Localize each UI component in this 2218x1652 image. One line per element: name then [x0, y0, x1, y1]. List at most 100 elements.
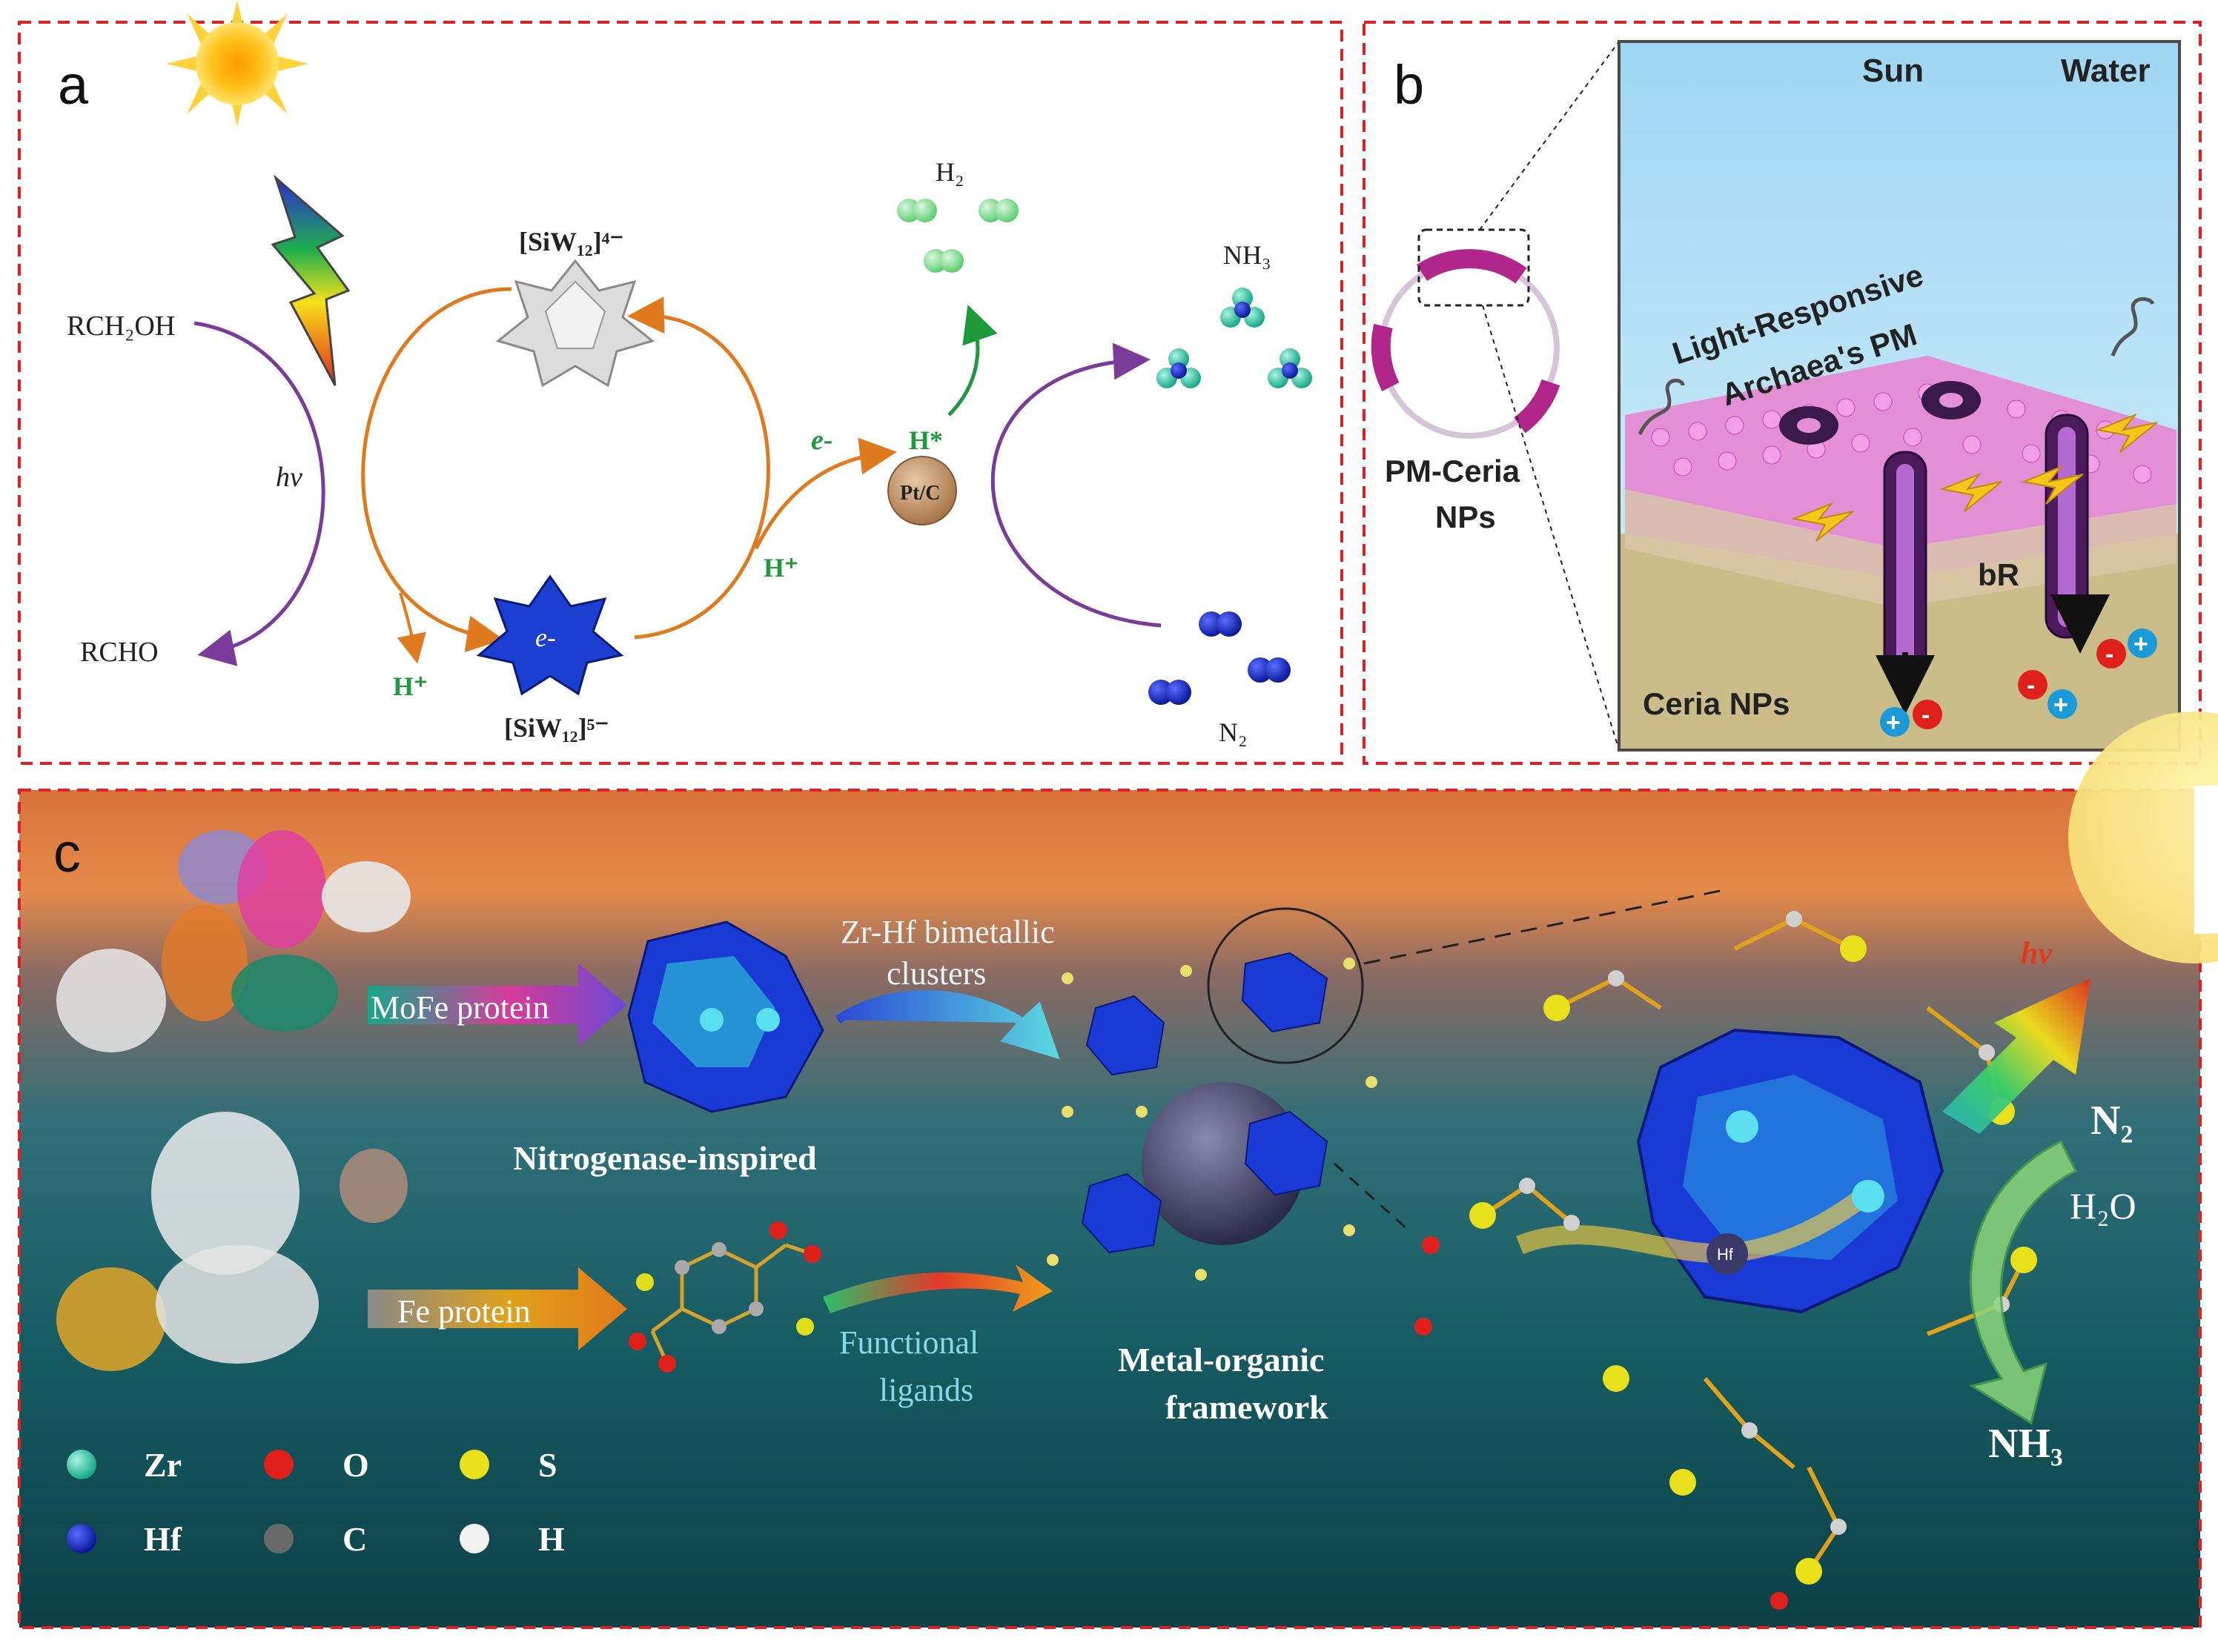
legend-c: C: [342, 1520, 367, 1558]
mof-zoom-line-1: [1363, 888, 1728, 965]
legend-h-swatch: [460, 1524, 489, 1553]
e-minus-transfer: e-: [811, 425, 833, 456]
lipid-tail-icon: [1638, 379, 1685, 436]
panel-a: a RCH₂OH RCHO hv H⁺: [18, 0, 1343, 765]
fe-label: Fe protein: [397, 1293, 531, 1330]
hv-label: hv: [276, 462, 302, 493]
lipid-tail-icon-2: [2111, 296, 2155, 356]
panel-c-frame: [18, 789, 2202, 1629]
sun-label-b: Sun: [1862, 53, 1924, 89]
h-plus-left: H⁺: [393, 671, 428, 701]
zoom-box: [1417, 228, 1530, 307]
panel-a-label: a: [58, 54, 89, 116]
legend-zr: Zr: [144, 1446, 182, 1484]
rch2oh-label: RCH₂OH: [67, 311, 175, 342]
siw-top-label: [SiW₁₂]⁴⁻: [519, 227, 623, 256]
zrhf-label-1: Zr-Hf bimetallic: [841, 914, 1055, 950]
legend-c-swatch: [264, 1524, 294, 1553]
n2-label-c: N₂: [2090, 1098, 2133, 1144]
zoom-line-top: [1479, 41, 1620, 230]
svg-text:-: -: [2105, 640, 2113, 669]
ligand-molecule-icon: [629, 1221, 821, 1373]
sun-icon: [166, 0, 308, 126]
panel-b: b PM-Ceria NPs: [1363, 21, 2202, 765]
siw-bottom-label: [SiW₁₂]⁵⁻: [504, 713, 609, 743]
h2-label: H₂: [936, 157, 964, 187]
light-activation-icon: [1791, 413, 2158, 542]
polyoxometalate-oxidized-icon: [495, 259, 655, 388]
zoomed-cluster-icon: [1414, 911, 2037, 1610]
oxidation-arc: [193, 321, 325, 666]
legend-o-swatch: [264, 1450, 294, 1479]
br-label: bR: [1978, 557, 2019, 592]
nps-label: NPs: [1435, 500, 1496, 534]
n2-molecules-icon: [1148, 611, 1291, 705]
cycle-arc-right: [627, 296, 770, 640]
zr-hf-cluster-icon: [627, 920, 824, 1113]
zoom-line-bottom: [1482, 305, 1620, 751]
n2-to-nh3-arrow: [1969, 1139, 2078, 1425]
h-star-label: H*: [909, 425, 943, 455]
pt-c-catalyst: [887, 456, 957, 525]
svg-text:-: -: [1921, 701, 1930, 729]
sun-c-icon: [2068, 711, 2218, 963]
panel-b-label: b: [1394, 54, 1424, 116]
legend-s: S: [538, 1446, 557, 1484]
mofe-protein-arrow: [368, 963, 627, 1046]
svg-text:+: +: [1886, 709, 1901, 737]
functional-label-1: Functional: [839, 1324, 979, 1361]
svg-text:-: -: [2027, 671, 2035, 700]
polyoxometalate-reduced-icon: [476, 574, 624, 696]
pt-c-label: Pt/C: [900, 482, 940, 505]
charge-pair-3: - +: [2096, 628, 2157, 669]
nitrogenase-label: Nitrogenase-inspired: [513, 1139, 817, 1177]
cluster-curved-arrow: [835, 990, 1060, 1060]
proton-release-arrow: [397, 592, 426, 664]
charge-pair-1: + -: [1880, 700, 1942, 737]
ligand-curved-arrow: [823, 1264, 1053, 1313]
zrhf-label-2: clusters: [887, 955, 986, 992]
fe-protein-arrow: [368, 1267, 627, 1350]
mof-label-2: framework: [1165, 1388, 1328, 1426]
pm-ceria-label: PM-Ceria: [1385, 454, 1520, 488]
water-label-b: Water: [2061, 53, 2151, 89]
mof-zoom-line-2: [1333, 1162, 1410, 1232]
svg-text:+: +: [2133, 630, 2148, 658]
hv-arrow-icon: [1942, 978, 2090, 1134]
mof-framework-icon: [1047, 907, 1377, 1281]
charge-pair-2: - +: [2018, 670, 2077, 719]
panel-a-frame: [18, 21, 1343, 765]
legend-s-swatch: [460, 1450, 489, 1479]
h-plus-right: H⁺: [764, 553, 798, 583]
legend-hf: Hf: [144, 1520, 182, 1558]
electron-transfer-arrow: [754, 437, 897, 550]
lightning-bolt-icon: [271, 174, 351, 386]
mof-label-1: Metal-organic: [1118, 1341, 1324, 1379]
panel-c: c MoFe protein Fe protein: [18, 711, 2218, 1629]
legend-o: O: [342, 1446, 369, 1484]
legend-hf-swatch: [67, 1524, 96, 1553]
nh3-label: NH₃: [1223, 240, 1271, 270]
membrane-zoom-panel: + - - + - +: [1618, 40, 2181, 752]
panel-c-label: c: [53, 822, 81, 883]
nh3-label-c: NH₃: [1988, 1421, 2063, 1467]
pm-ceria-vesicle-icon: [1371, 249, 1560, 439]
h2-evolution-arrow: [947, 305, 998, 417]
e-minus-center: e-: [535, 623, 556, 652]
h2o-label-c: H₂O: [2070, 1185, 2136, 1227]
ceria-nps-label: Ceria NPs: [1643, 686, 1790, 721]
n2-label: N₂: [1219, 717, 1248, 747]
nh3-molecules-icon: [1156, 288, 1312, 388]
fe-protein-structure-icon: [56, 1112, 408, 1371]
legend-h: H: [538, 1520, 565, 1558]
hf-center-label: Hf: [1717, 1245, 1734, 1264]
legend-zr-swatch: [67, 1450, 96, 1479]
cycle-arc-left: [361, 287, 512, 653]
mofe-label: MoFe protein: [371, 989, 549, 1026]
mofe-protein-structure-icon: [56, 830, 411, 1052]
functional-label-2: ligands: [879, 1372, 973, 1408]
hv-label-c: hv: [2021, 937, 2053, 971]
reduction-arc: [990, 342, 1162, 628]
rcho-label: RCHO: [80, 637, 159, 668]
